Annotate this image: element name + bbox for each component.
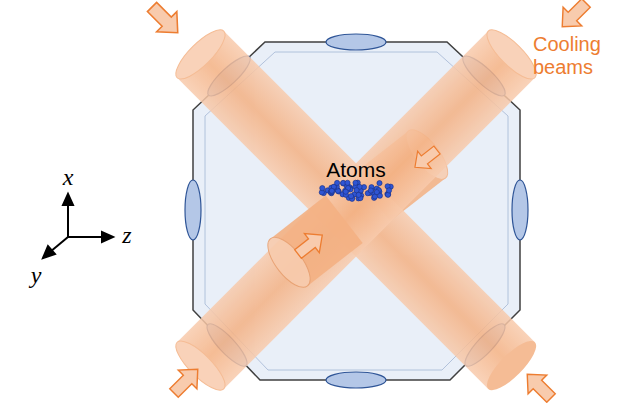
- atom-dot: [386, 188, 391, 193]
- coordinate-axes: [43, 194, 113, 258]
- atom-dot: [329, 188, 334, 193]
- atom-dot: [345, 180, 350, 185]
- atoms-label: Atoms: [326, 158, 386, 182]
- atom-dot: [329, 189, 334, 194]
- axis-label: y: [31, 262, 42, 290]
- axis-label: x: [63, 164, 74, 192]
- atom-dot: [343, 189, 348, 194]
- atom-dot: [368, 188, 373, 193]
- cooling-beam-a: [169, 23, 542, 396]
- cooling-beam-b: [169, 23, 542, 396]
- atom-cloud: [319, 180, 393, 201]
- atom-dot: [320, 186, 325, 191]
- atom-dot: [374, 190, 379, 195]
- cooling-beam-y-front: [260, 196, 362, 294]
- beam-label: Cooling beams: [533, 33, 613, 79]
- axis-label: z: [122, 222, 131, 250]
- atom-dot: [353, 180, 358, 185]
- atom-dot: [335, 180, 340, 185]
- atom-dot: [377, 181, 382, 186]
- atom-dot: [354, 188, 359, 193]
- atom-dot: [349, 194, 354, 199]
- beam-arrows: [142, 0, 595, 403]
